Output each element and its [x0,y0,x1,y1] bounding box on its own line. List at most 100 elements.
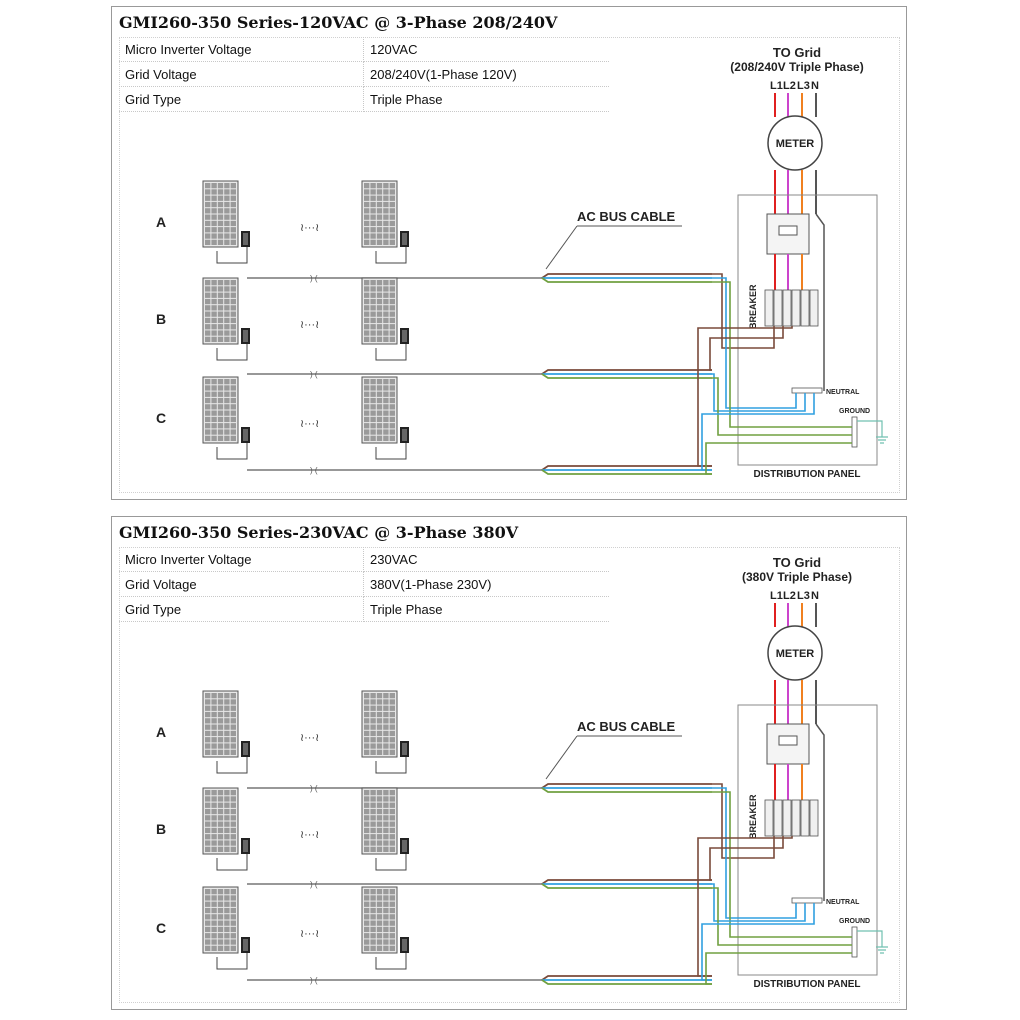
panel-cell [389,416,395,423]
panel-cell [217,317,224,324]
panel-cell [383,330,389,336]
panel-cell [370,292,376,298]
panel-cell [389,233,395,239]
panel-cell [370,895,376,901]
panel-cell [211,336,217,342]
panel-cell [217,286,224,292]
panel-cell [370,330,376,336]
panel-cell [376,416,383,423]
panel-cell [230,317,236,324]
panel-cell [389,429,395,435]
panel-cell [230,330,236,336]
panel-cell [389,330,395,336]
panel-cell [205,907,211,914]
panel-cell [376,933,383,939]
panel-cell [224,920,230,926]
panel-cable [375,854,407,871]
panel-cell [364,220,370,227]
panel-cell [224,189,230,195]
row-label: C [156,920,166,936]
panel-cell [217,189,224,195]
bus-wire-green [541,469,712,475]
panel-cell [224,846,230,852]
panel-cell [376,435,383,441]
panel-cell [376,311,383,317]
panel-cell [370,208,376,214]
panel-cell [364,718,370,724]
panel-cell [383,699,389,705]
panel-cell [224,802,230,808]
panel-cell [376,324,383,330]
microinverter-fin [243,743,248,755]
panel-cell [376,920,383,926]
panel-cell [211,711,217,718]
cable-break-mark: ) ( [310,976,318,985]
solar-panel-icon [361,277,409,361]
panel-cell [370,743,376,749]
panel-cell [364,945,370,951]
panel-cell [376,233,383,239]
panel-cell [376,336,383,342]
ellipsis-label: ≀···≀ [300,732,319,744]
panel-cell [205,846,211,852]
panel-cell [364,385,370,391]
microinverter-fin [243,429,248,441]
panel-cell [370,233,376,239]
panel-cell [211,749,217,755]
bus-wire-brown [712,273,775,349]
panel-cell [383,404,389,410]
panel-cell [205,827,211,834]
panel-cell [389,699,395,705]
panel-cell [389,280,395,286]
bus-wire-green [541,373,712,379]
panel-cell [364,404,370,410]
diagram-panel-120vac: GMI260-350 Series-120VAC @ 3-Phase 208/2… [111,6,907,500]
panel-cell [205,404,211,410]
neutral-line [815,213,825,391]
panel-cell [211,416,217,423]
panel-cell [211,410,217,416]
panel-cell [364,790,370,796]
panel-cell [211,821,217,827]
panel-cell [230,305,236,311]
panel-cell [230,889,236,895]
breaker-pole-icon [782,289,792,327]
panel-cell [364,233,370,239]
neutral-line [815,723,825,901]
panel-cell [389,298,395,305]
panel-cell [370,790,376,796]
panel-cell [364,189,370,195]
microinverter-fin [402,939,407,951]
panel-cell [389,705,395,711]
panel-cell [389,189,395,195]
panel-cell [217,926,224,933]
solar-panel-icon [202,180,250,264]
panel-cell [364,907,370,914]
panel-cell [376,183,383,189]
line-label: L3 [797,80,810,92]
panel-cell [370,410,376,416]
panel-cell [205,311,211,317]
breaker-pole-icon [791,289,801,327]
panel-cell [230,907,236,914]
panel-cell [217,233,224,239]
panel-cell [364,286,370,292]
panel-cell [217,292,224,298]
panel-cell [364,330,370,336]
panel-cell [389,693,395,699]
ellipsis-label: ≀···≀ [300,418,319,430]
panel-title: GMI260-350 Series-120VAC @ 3-Phase 208/2… [119,13,558,32]
panel-cell [389,907,395,914]
panel-cell [364,840,370,846]
panel-cell [230,233,236,239]
panel-cell [364,214,370,220]
panel-cell [383,429,389,435]
panel-cell [230,195,236,201]
panel-cell [230,286,236,292]
panel-cell [217,305,224,311]
panel-cell [230,933,236,939]
panel-cell [389,183,395,189]
line-label: N [811,590,819,602]
panel-cell [383,183,389,189]
panel-cell [224,292,230,298]
